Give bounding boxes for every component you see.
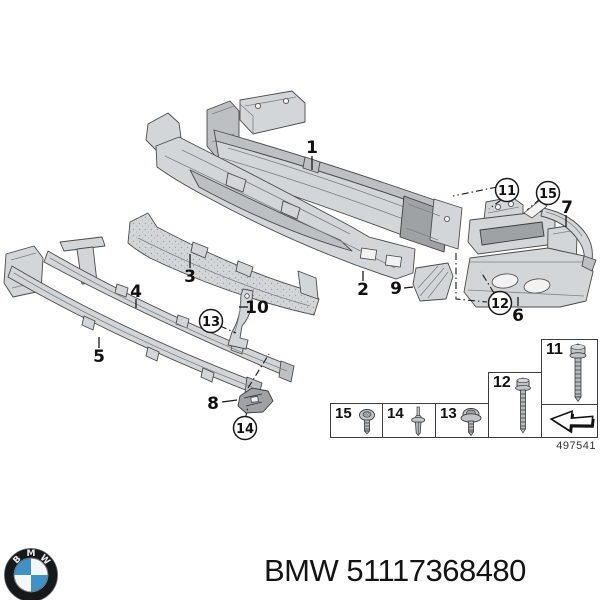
part-1-bumper-reinforcement [206,90,463,253]
svg-text:13: 13 [202,315,220,330]
part-6-mount-frame [463,196,594,308]
leader-lines [98,156,567,421]
direction-arrow-cell [541,404,598,438]
part-15-target-tab [523,200,548,219]
part-9-gusset-bracket [412,262,454,302]
direction-arrow-icon [549,409,595,434]
expansion-rivet-icon [411,406,426,437]
svg-text:14: 14 [236,422,254,437]
fastener-cell-12: 12 [488,372,542,438]
fastener-cell-14: 14 [382,403,436,438]
callout-8: 8 [207,394,219,414]
part-3-foam-absorber [127,212,320,316]
callout-circle-15: 15 [535,180,561,206]
part-7-guide-bracket [540,207,597,272]
diagram-code: 497541 [556,440,596,452]
logo-letter-b: B [12,554,24,566]
hex-bolt-icon [515,377,531,434]
fastener-cell-15: 15 [330,403,383,438]
callout-4: 4 [130,282,142,302]
fastener-cell-13: 13 [435,403,489,438]
callout-10: 10 [245,298,269,318]
washer-screw-icon [460,408,482,437]
callout-3: 3 [184,267,196,287]
callout-7: 7 [561,198,573,218]
bmw-roundel-logo: B M W [4,548,58,600]
callout-5: 5 [93,347,105,367]
fastener-label-11: 11 [546,341,563,358]
fastener-cell-11: 11 [541,339,598,405]
fastener-label-14: 14 [387,405,404,422]
part-number-caption: BMW 51117368480 [264,553,526,588]
svg-text:11: 11 [498,184,516,199]
part-2-shock-absorber [145,112,416,280]
hex-bolt-long-icon [569,343,587,403]
fastener-label-13: 13 [440,405,457,422]
fastener-table: 15 14 13 12 [330,339,598,439]
svg-text:12: 12 [491,297,509,312]
logo-letter-m: M [27,549,36,559]
svg-text:15: 15 [539,187,557,202]
fastener-label-15: 15 [335,405,352,422]
callout-circle-12: 12 [487,290,513,316]
callout-circle-11: 11 [494,177,520,203]
pan-head-screw-icon [359,409,375,435]
part-10-bracket [227,288,254,350]
callout-circle-14: 14 [232,415,258,441]
fastener-label-12: 12 [493,374,511,391]
callout-1: 1 [306,138,318,158]
callout-9: 9 [390,279,402,299]
callout-6: 6 [512,306,524,326]
callout-circle-13: 13 [198,308,224,334]
callout-2: 2 [357,280,369,300]
part-8-clip [237,387,274,414]
